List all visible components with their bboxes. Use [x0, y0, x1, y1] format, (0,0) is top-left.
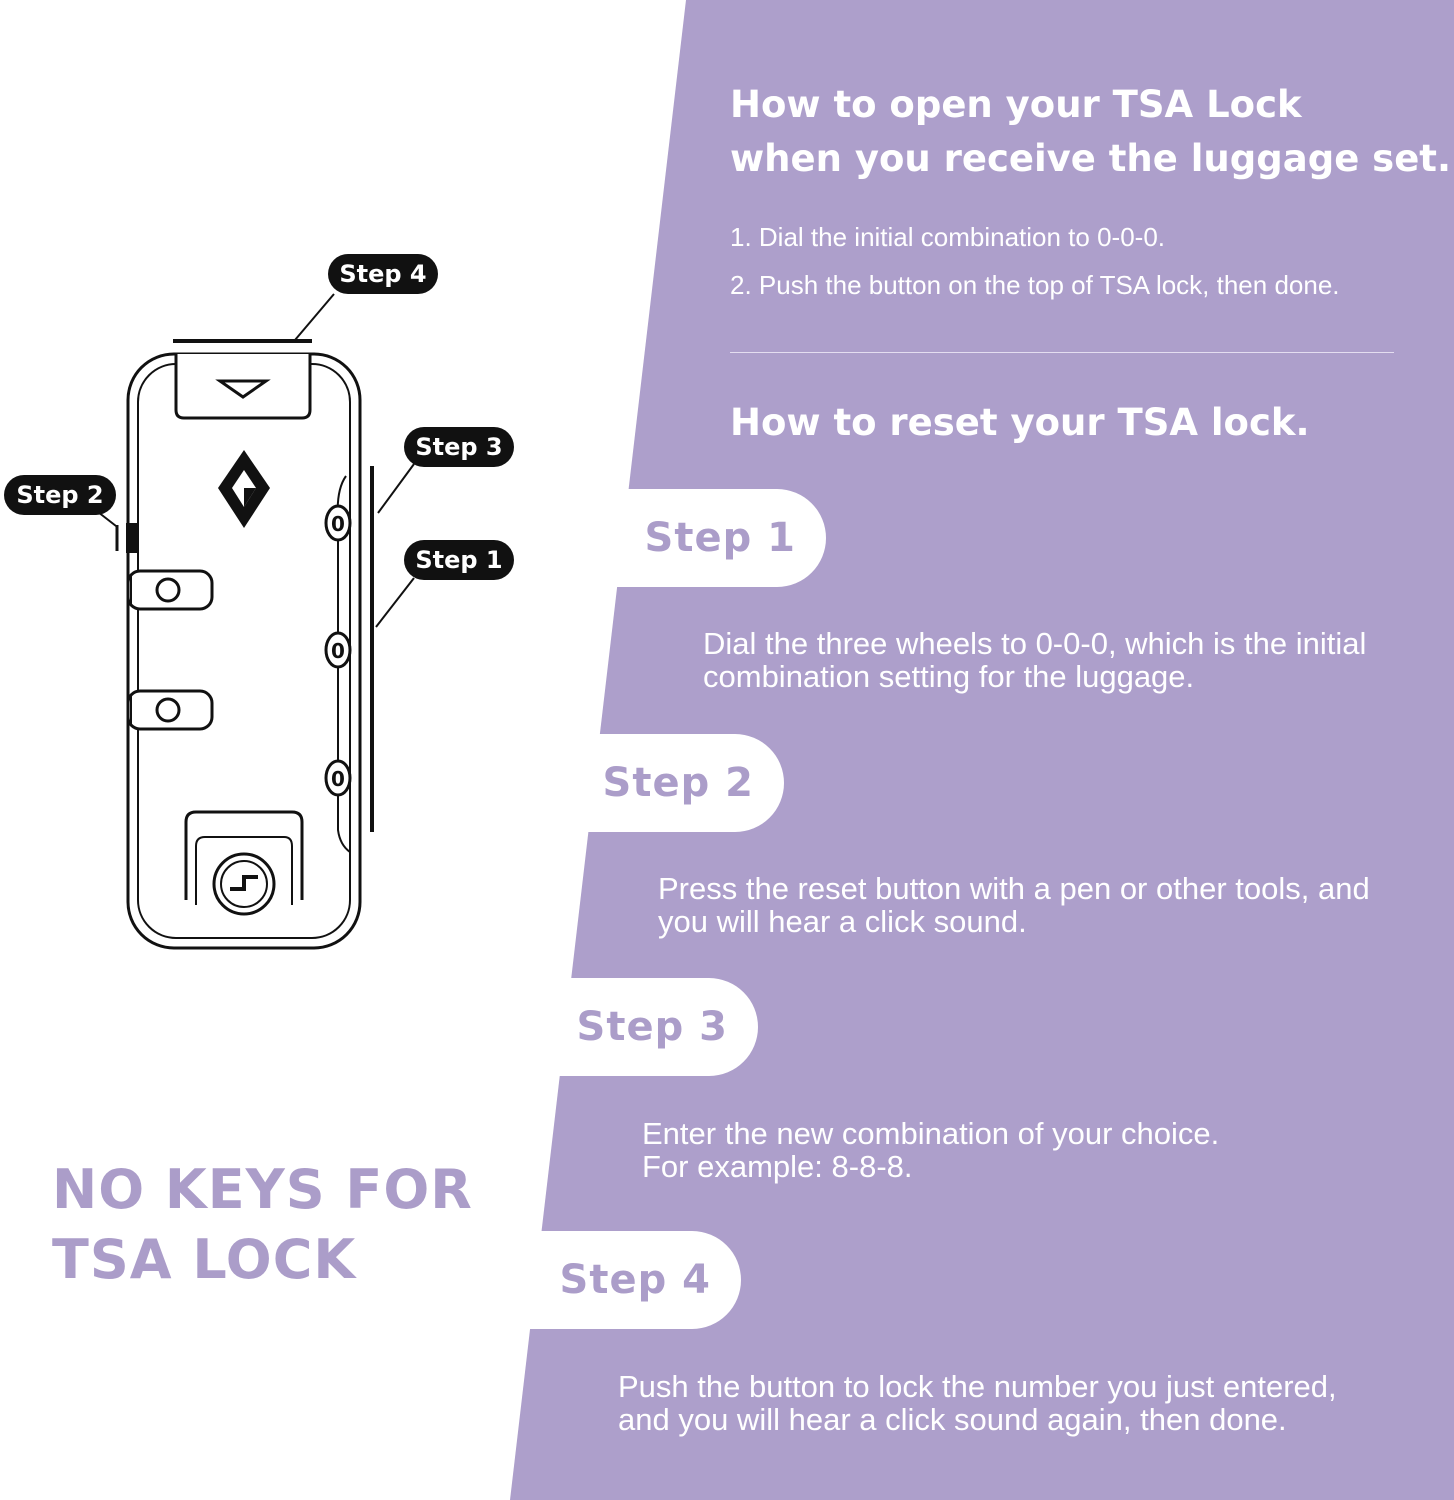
side-slot: [126, 569, 214, 611]
step-2-desc-line1: Press the reset button with a pen or oth…: [658, 871, 1370, 906]
step-2-badge: Step 2: [540, 734, 784, 832]
svg-text:0: 0: [331, 512, 345, 536]
tsa-lock-diagram: 0 0 0 Step 4 Step 3 Step 2 Step 1: [4, 254, 514, 950]
callout-step-3: Step 3: [404, 427, 514, 467]
step-3-desc-line1: Enter the new combination of your choice…: [642, 1116, 1220, 1151]
step-3-desc-line2: For example: 8-8-8.: [642, 1149, 913, 1184]
dial-wheel: 0: [324, 631, 352, 669]
svg-text:Step 2: Step 2: [16, 481, 103, 509]
step-1-desc-line1: Dial the three wheels to 0-0-0, which is…: [703, 626, 1367, 661]
open-title-line1: How to open your TSA Lock: [730, 83, 1302, 126]
svg-text:0: 0: [331, 767, 345, 791]
dial-wheel: 0: [324, 504, 352, 542]
svg-text:Step 3: Step 3: [415, 433, 502, 461]
callout-step-4: Step 4: [328, 254, 438, 294]
tsa-diamond-icon: [218, 450, 270, 528]
release-button-icon: [173, 339, 312, 420]
section-divider: [730, 352, 1394, 353]
step-4-desc-line2: and you will hear a click sound again, t…: [618, 1402, 1287, 1437]
tagline-line1: NO KEYS FOR: [52, 1158, 473, 1221]
reset-button-icon: [184, 810, 304, 916]
side-slot: [126, 689, 214, 731]
open-instruction-1: 1. Dial the initial combination to 0-0-0…: [730, 222, 1166, 252]
open-title-line2: when you receive the luggage set.: [730, 137, 1452, 180]
tagline-line2: TSA LOCK: [52, 1228, 357, 1291]
svg-text:0: 0: [331, 639, 345, 663]
step-2-desc-line2: you will hear a click sound.: [658, 904, 1027, 939]
step-3-badge: Step 3: [520, 978, 758, 1076]
step-4-badge: Step 4: [500, 1231, 741, 1329]
svg-text:Step 4: Step 4: [339, 260, 426, 288]
callout-step-2: Step 2: [4, 475, 116, 515]
callout-step-1: Step 1: [404, 540, 514, 580]
step-1-desc-line2: combination setting for the luggage.: [703, 659, 1195, 694]
reset-title: How to reset your TSA lock.: [730, 401, 1310, 444]
step-1-badge: Step 1: [560, 489, 826, 587]
svg-text:Step 1: Step 1: [415, 546, 502, 574]
dial-wheel: 0: [324, 759, 352, 797]
open-instruction-2: 2. Push the button on the top of TSA loc…: [730, 270, 1340, 300]
step-4-desc-line1: Push the button to lock the number you j…: [618, 1369, 1337, 1404]
